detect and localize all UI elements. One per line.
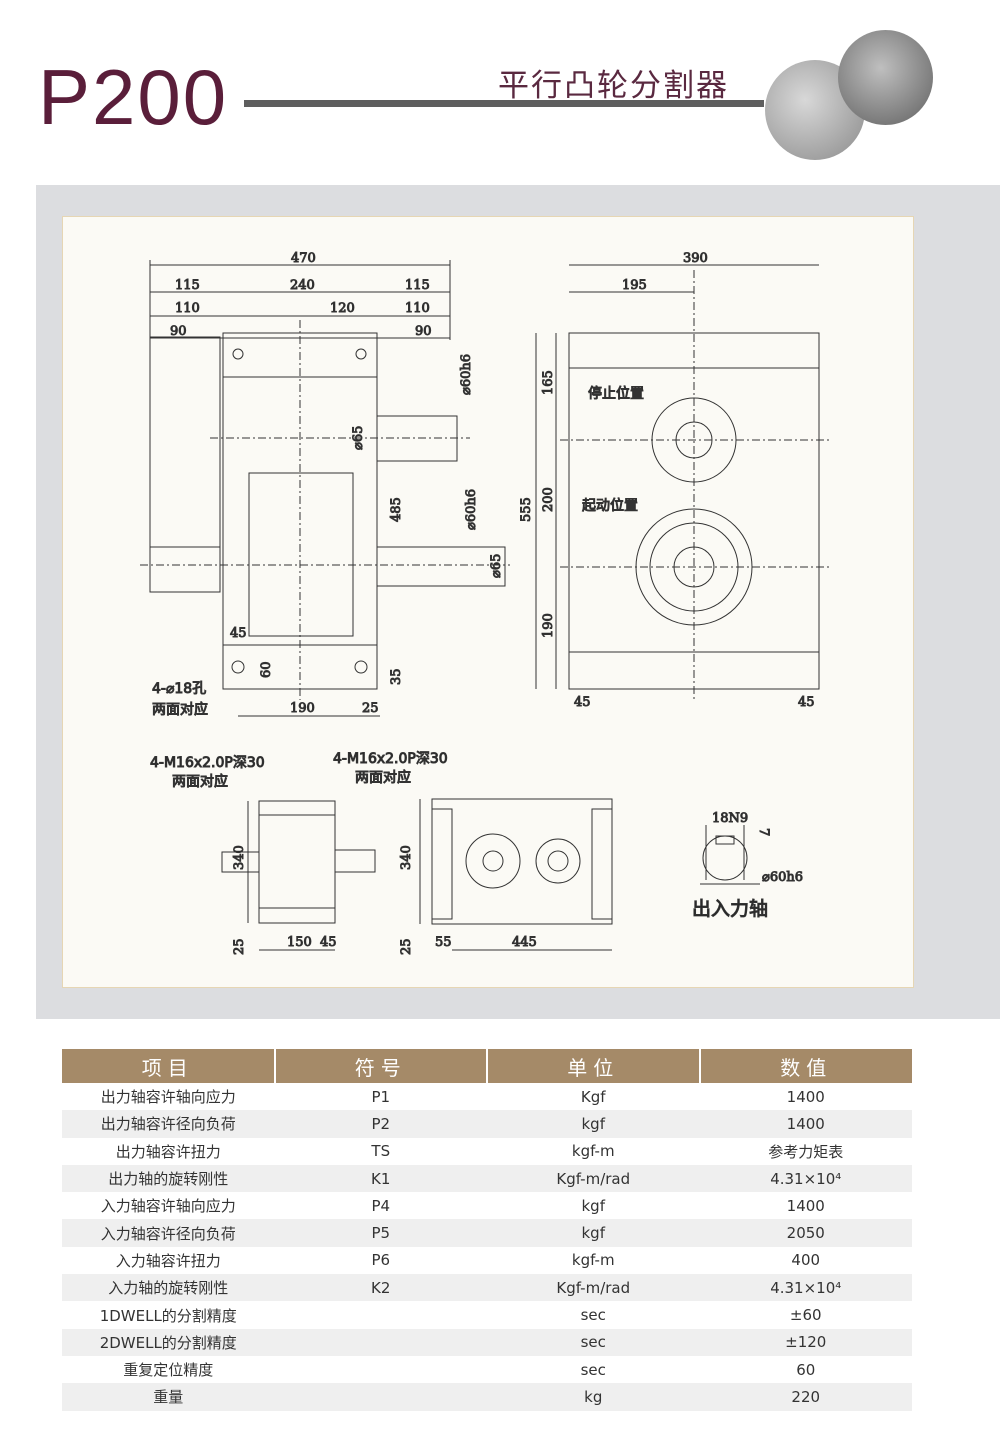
both-sides-note-left: 两面对应 — [172, 773, 228, 790]
dim-390: 390 — [683, 251, 708, 266]
dim-90-left: 90 — [170, 324, 187, 339]
dim-240: 240 — [290, 278, 315, 293]
dim-90-right: 90 — [415, 324, 432, 339]
both-sides-note-front: 两面对应 — [152, 701, 208, 718]
bottom-mid-view — [419, 798, 613, 951]
dim-340-left: 340 — [232, 845, 247, 870]
front-view — [140, 260, 510, 717]
dim-45-front: 45 — [230, 626, 247, 641]
dim-110-right: 110 — [405, 301, 430, 316]
dim-340-mid: 340 — [399, 845, 414, 870]
dim-445: 445 — [512, 935, 537, 950]
dim-150: 150 — [287, 935, 312, 950]
thread-note-mid: 4-M16x2.0P深30 — [333, 751, 448, 767]
key-dim: 18N9 — [712, 811, 748, 826]
dim-25-left: 25 — [232, 938, 247, 955]
shaft-detail — [700, 825, 760, 885]
dim-485: 485 — [389, 497, 404, 522]
dim-25-mid: 25 — [399, 938, 414, 955]
both-sides-note-mid: 两面对应 — [355, 769, 411, 786]
dim-555: 555 — [519, 497, 534, 522]
header-unit: 单位 — [487, 1049, 701, 1083]
dim-190-front: 190 — [290, 701, 315, 716]
shaft-diameter: ⌀60h6 — [762, 870, 803, 885]
dim-115-left: 115 — [175, 278, 200, 293]
dim-25-front: 25 — [362, 701, 379, 716]
product-photo-2 — [838, 30, 933, 125]
key-depth: 7 — [756, 828, 771, 836]
bottom-left-view — [221, 800, 376, 951]
header-item: 项目 — [62, 1049, 276, 1083]
dim-60h6-lower: ⌀60h6 — [464, 489, 479, 530]
shaft-label: 出入力轴 — [692, 898, 768, 920]
table-header-row: 项目 符号 单位 数值 — [62, 1049, 912, 1083]
dim-35: 35 — [389, 668, 404, 685]
model-number: P200 — [38, 53, 229, 141]
dim-120: 120 — [330, 301, 355, 316]
technical-drawing: 470 115 240 115 110 120 110 90 90 ⌀60h6 … — [140, 251, 830, 956]
side-view — [535, 264, 830, 700]
dim-60h6-upper: ⌀60h6 — [459, 354, 474, 395]
start-position-label: 起动位置 — [582, 498, 638, 514]
hole-note: 4-⌀18孔 — [152, 681, 206, 697]
dim-55: 55 — [435, 935, 452, 950]
dim-110-left: 110 — [175, 301, 200, 316]
thread-note-left: 4-M16x2.0P深30 — [150, 755, 265, 771]
dim-195: 195 — [622, 278, 647, 293]
dim-190-side: 190 — [541, 613, 556, 638]
drawing-sheet — [62, 216, 914, 988]
dim-165: 165 — [541, 370, 556, 395]
dim-45-bottom-left: 45 — [320, 935, 337, 950]
header-rule — [244, 100, 764, 107]
dim-45-side-right: 45 — [798, 695, 815, 710]
dim-200: 200 — [541, 487, 556, 512]
stop-position-label: 停止位置 — [588, 385, 644, 402]
dim-45-side-left: 45 — [574, 695, 591, 710]
dim-65-upper: ⌀65 — [351, 426, 366, 450]
header-symbol: 符号 — [274, 1049, 488, 1083]
header-value: 数值 — [699, 1049, 912, 1083]
dim-65-lower: ⌀65 — [489, 554, 504, 578]
product-name: 平行凸轮分割器 — [498, 68, 729, 104]
dim-115-right: 115 — [405, 278, 430, 293]
dim-470: 470 — [291, 251, 316, 266]
dim-60: 60 — [259, 661, 274, 678]
